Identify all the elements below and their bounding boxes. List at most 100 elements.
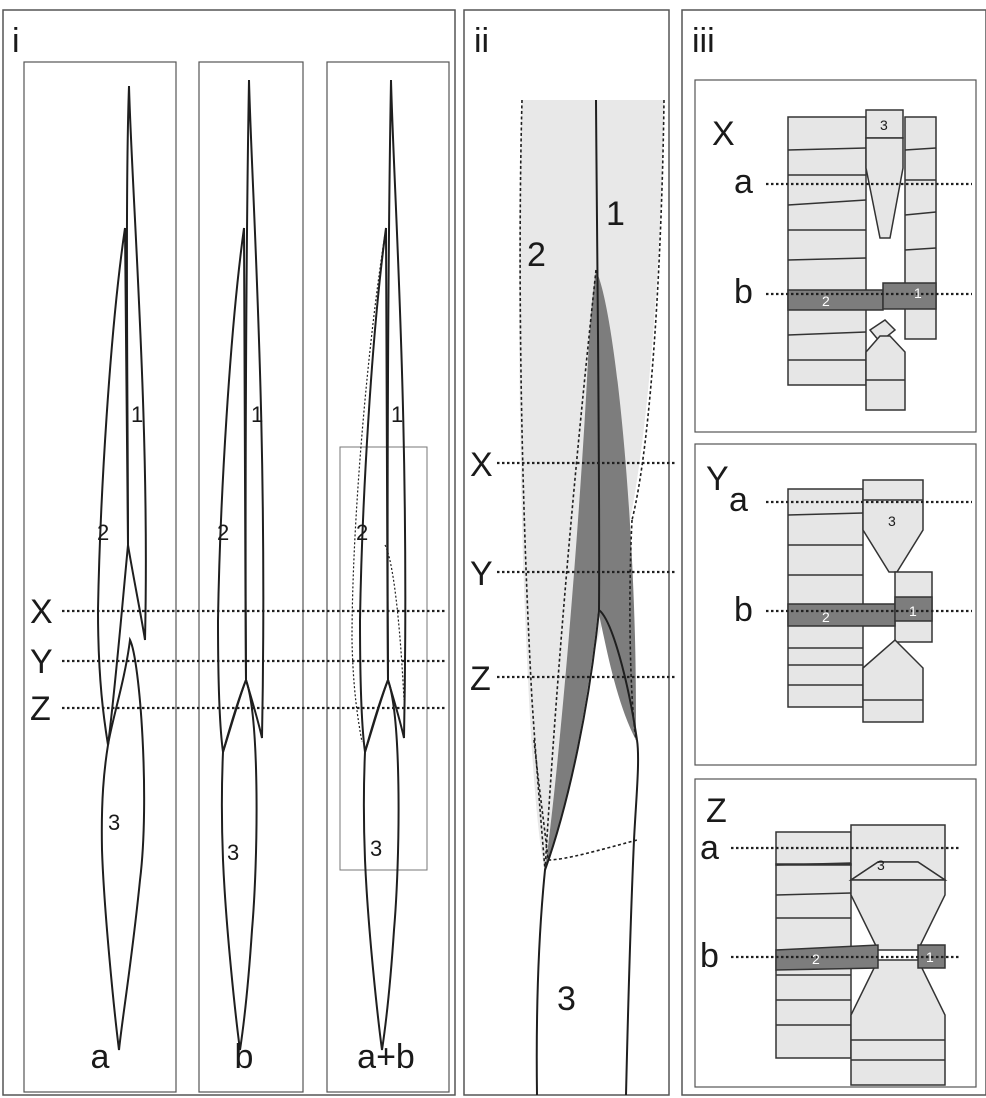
cell-2-outline bbox=[358, 227, 390, 753]
cell-1-dotted-outline bbox=[631, 99, 665, 521]
cell-1-overlay-outline bbox=[384, 544, 405, 701]
cell-1-outline bbox=[125, 85, 147, 641]
cell-1-band bbox=[882, 282, 937, 310]
cell-3-outline bbox=[220, 677, 258, 1051]
section-y-cell-1-label: 1 bbox=[909, 603, 917, 619]
panel-ii: ii 1 2 3 X Y Z bbox=[463, 9, 677, 1096]
section-y-line-a-label: a bbox=[729, 481, 748, 519]
lower-file bbox=[850, 959, 946, 1086]
cell-1-outline bbox=[386, 79, 407, 739]
column-a-cell-3-label: 3 bbox=[108, 810, 120, 835]
column-b-cell-1-label: 1 bbox=[251, 402, 263, 427]
cell-2-outline bbox=[96, 227, 130, 746]
central-wedge bbox=[850, 879, 946, 951]
left-file bbox=[787, 488, 864, 708]
section-x-frame bbox=[694, 79, 977, 433]
cell-1-outline bbox=[244, 79, 265, 739]
column-a-cell-2-label: 2 bbox=[97, 520, 109, 545]
section-x-line-b-label: b bbox=[734, 273, 753, 311]
column-b-frame bbox=[198, 61, 304, 1093]
section-x-cells bbox=[787, 109, 937, 411]
column-a-cell-1-label: 1 bbox=[131, 402, 143, 427]
panel-ii-level-y-label: Y bbox=[470, 555, 493, 593]
section-x-line-a-label: a bbox=[734, 163, 753, 201]
panel-i: i 1 2 3 a 1 2 3 b bbox=[2, 9, 456, 1096]
panel-iii-frame bbox=[681, 9, 986, 1096]
column-ab-cell-3-label: 3 bbox=[370, 836, 382, 861]
section-y-frame bbox=[694, 443, 977, 766]
section-z: Z a b 3 2 1 bbox=[694, 778, 977, 1088]
section-y-cell-2-label: 2 bbox=[822, 609, 830, 625]
panel-ii-label: ii bbox=[474, 22, 489, 60]
boundary-1-2 bbox=[595, 99, 601, 611]
cell-2-outline bbox=[216, 227, 248, 753]
lower-file bbox=[865, 335, 906, 411]
cell-3-outline bbox=[100, 636, 146, 1051]
section-x-lines bbox=[766, 182, 972, 296]
cell-1-inner-dotted-outline bbox=[629, 519, 637, 741]
right-file-walls bbox=[904, 147, 937, 251]
cell-3-wedge bbox=[865, 137, 904, 239]
panel-ii-level-lines bbox=[497, 461, 677, 679]
level-x-label: X bbox=[30, 593, 53, 631]
lower-file-walls bbox=[851, 1039, 945, 1061]
section-z-cell-1-label: 1 bbox=[926, 949, 934, 965]
zoom-box bbox=[339, 446, 428, 871]
column-a-label: a bbox=[91, 1038, 110, 1076]
section-y-cell-3-label: 3 bbox=[888, 513, 896, 529]
panel-ii-cell-1-label: 1 bbox=[606, 195, 625, 233]
cell-3-outline bbox=[362, 677, 400, 1051]
section-z-cell-2-label: 2 bbox=[812, 951, 820, 967]
panel-ii-cell-3-label: 3 bbox=[557, 980, 576, 1018]
cell-2-dotted-outline bbox=[519, 99, 546, 871]
section-y-line-b-label: b bbox=[734, 591, 753, 629]
column-a-frame bbox=[23, 61, 177, 1093]
column-ab-label: a+b bbox=[357, 1038, 415, 1076]
column-ab-cell-1-label: 1 bbox=[391, 402, 403, 427]
panel-ii-frame bbox=[463, 9, 670, 1096]
section-x-cell-2-label: 2 bbox=[822, 293, 830, 309]
level-z-label: Z bbox=[30, 690, 51, 728]
section-x-cell-1-label: 1 bbox=[914, 285, 922, 301]
cell-1-band bbox=[894, 596, 933, 622]
cell-1-tip-dotted-outline bbox=[544, 269, 597, 871]
panel-iii-label: iii bbox=[692, 22, 715, 60]
column-ab-cell-2-label: 2 bbox=[356, 520, 368, 545]
section-z-line-b-label: b bbox=[700, 937, 719, 975]
section-y-lines bbox=[766, 500, 972, 613]
section-x-cell-3-label: 3 bbox=[880, 117, 888, 133]
panel-i-label: i bbox=[12, 22, 20, 60]
left-file-walls bbox=[787, 147, 867, 361]
lower-file bbox=[862, 638, 924, 723]
panel-ii-level-z-label: Z bbox=[470, 660, 491, 698]
cell-2-tip-dotted-outline bbox=[533, 739, 638, 861]
column-b-cells bbox=[216, 79, 265, 1051]
section-x-level-label: X bbox=[712, 115, 735, 153]
left-file-walls bbox=[775, 862, 852, 1026]
section-z-frame bbox=[694, 778, 977, 1088]
small-cell bbox=[868, 319, 897, 344]
section-z-line-a-label: a bbox=[700, 829, 719, 867]
panel-ii-cell-2-label: 2 bbox=[527, 236, 546, 274]
column-a-overlay bbox=[351, 227, 405, 743]
cell-2-band bbox=[787, 603, 896, 627]
panel-ii-level-x-label: X bbox=[470, 446, 493, 484]
section-y-cells bbox=[787, 479, 933, 723]
cell-3-top bbox=[865, 109, 904, 139]
left-file-walls bbox=[787, 512, 864, 686]
column-ab-frame bbox=[326, 61, 450, 1093]
column-b-label: b bbox=[235, 1038, 254, 1076]
section-y-level-label: Y bbox=[706, 460, 729, 498]
column-ab-cells bbox=[358, 79, 407, 1051]
section-z-cells bbox=[775, 824, 948, 1086]
column-a-cells bbox=[96, 85, 147, 1051]
dark-wedge bbox=[545, 270, 636, 870]
panel-i-frame bbox=[2, 9, 456, 1096]
cell-2-overlay-outline bbox=[351, 227, 387, 743]
left-file bbox=[787, 116, 867, 386]
section-x: X a b 3 2 1 bbox=[694, 79, 977, 433]
level-y-label: Y bbox=[30, 643, 53, 681]
column-b-cell-3-label: 3 bbox=[227, 840, 239, 865]
panel-iii: iii X a b 3 bbox=[681, 9, 986, 1096]
